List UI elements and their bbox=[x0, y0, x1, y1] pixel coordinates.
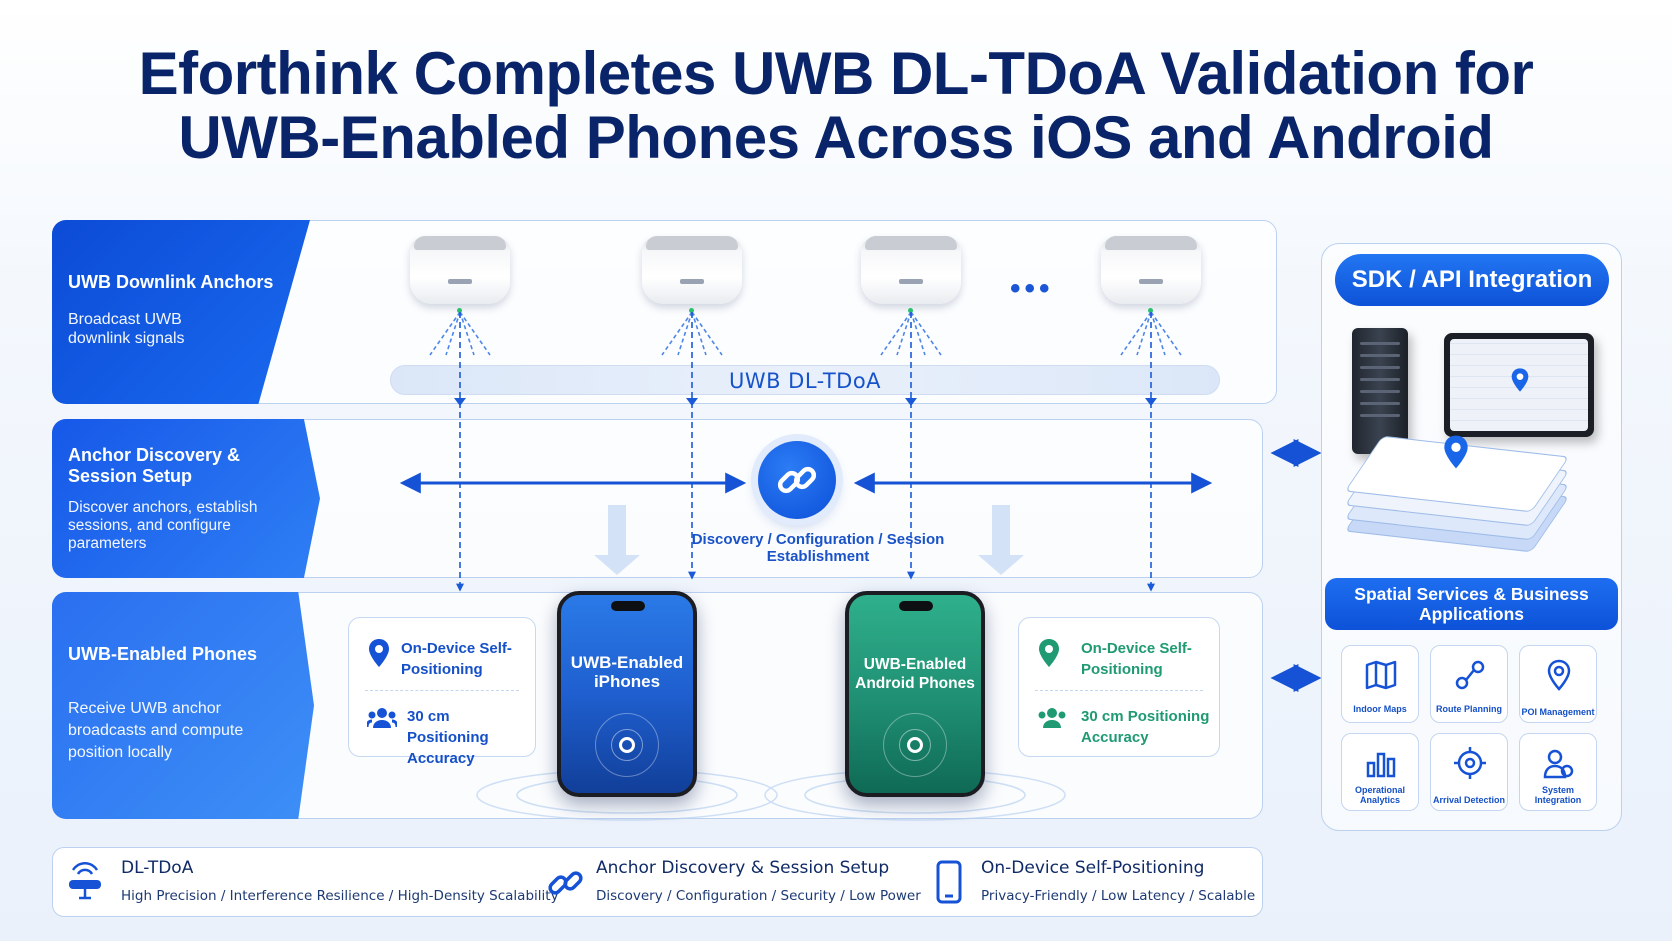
title-line-2: UWB-Enabled Phones Across iOS and Androi… bbox=[178, 104, 1494, 171]
feature-dl-tdoa: DL-TDoA High Precision / Interference Re… bbox=[121, 858, 559, 904]
discovery-caption: Discovery / Configuration / Session Esta… bbox=[691, 531, 945, 565]
phones-label: UWB-Enabled Phones Receive UWB anchor br… bbox=[52, 592, 314, 819]
more-anchors-ellipsis: ••• bbox=[1010, 272, 1054, 305]
location-pin-icon bbox=[369, 639, 389, 667]
page-title: Eforthink Completes UWB DL-TDoA Validati… bbox=[0, 42, 1672, 170]
feature-strip: DL-TDoA High Precision / Interference Re… bbox=[52, 847, 1263, 917]
server-icon bbox=[1352, 328, 1408, 454]
target-icon bbox=[1454, 747, 1486, 779]
tile-indoor-maps[interactable]: Indoor Maps bbox=[1341, 645, 1419, 723]
sdk-api-title: SDK / API Integration bbox=[1335, 254, 1609, 306]
anchor-device-4 bbox=[1101, 236, 1201, 313]
anchor-device-icon bbox=[69, 861, 101, 900]
users-icon bbox=[1543, 749, 1574, 779]
users-icon bbox=[367, 708, 397, 728]
link-icon bbox=[548, 871, 583, 895]
services-title: Spatial Services & Business Applications bbox=[1325, 578, 1618, 630]
anchor-device-2 bbox=[642, 236, 742, 313]
discovery-heading: Anchor Discovery & Session Setup bbox=[68, 445, 241, 486]
position-target-icon bbox=[619, 737, 635, 753]
anchor-device-3 bbox=[861, 236, 961, 313]
monitor-icon bbox=[1444, 333, 1594, 437]
iphone-label: UWB-Enabled iPhones bbox=[570, 653, 684, 691]
discovery-label: Anchor Discovery & Session Setup Discove… bbox=[52, 419, 320, 578]
tdoa-bar: UWB DL-TDoA bbox=[390, 365, 1220, 395]
android-self-positioning: On-Device Self-Positioning bbox=[1037, 638, 1211, 680]
ios-info-card: On-Device Self-Positioning 30 cm Positio… bbox=[348, 617, 536, 767]
android-label: UWB-Enabled Android Phones bbox=[855, 656, 975, 692]
tile-system-integration[interactable]: System Integration bbox=[1519, 733, 1597, 811]
android-info-card: On-Device Self-Positioning 30 cm Positio… bbox=[1018, 617, 1220, 757]
bar-chart-icon bbox=[1366, 752, 1396, 778]
position-target-icon bbox=[907, 737, 923, 753]
map-icon bbox=[1365, 660, 1397, 690]
android-accuracy: 30 cm Positioning Accuracy bbox=[1037, 706, 1211, 748]
ios-accuracy: 30 cm Positioning Accuracy bbox=[367, 706, 535, 769]
users-icon bbox=[1038, 708, 1066, 728]
tile-poi-management[interactable]: POI Management bbox=[1519, 645, 1597, 723]
anchors-desc: Broadcast UWB downlink signals bbox=[68, 311, 185, 347]
title-line-1: Eforthink Completes UWB DL-TDoA Validati… bbox=[138, 40, 1534, 107]
smartphone-icon bbox=[936, 860, 962, 904]
phones-desc: Receive UWB anchor broadcasts and comput… bbox=[68, 700, 244, 761]
tile-operational-analytics[interactable]: Operational Analytics bbox=[1341, 733, 1419, 811]
discovery-desc: Discover anchors, establish sessions, an… bbox=[68, 499, 258, 552]
android-device: UWB-Enabled Android Phones bbox=[845, 591, 985, 797]
ios-self-positioning: On-Device Self-Positioning bbox=[367, 638, 521, 680]
phones-heading: UWB-Enabled Phones bbox=[68, 644, 258, 664]
tile-arrival-detection[interactable]: Arrival Detection bbox=[1430, 733, 1508, 811]
link-hub bbox=[758, 441, 836, 519]
anchors-heading: UWB Downlink Anchors bbox=[68, 272, 274, 292]
feature-anchor-discovery: Anchor Discovery & Session Setup Discove… bbox=[596, 858, 921, 904]
map-pin-icon bbox=[1511, 368, 1529, 392]
integration-arrows bbox=[1270, 439, 1322, 692]
map-pin-icon bbox=[1444, 435, 1468, 469]
link-icon bbox=[777, 466, 817, 494]
poi-icon bbox=[1547, 659, 1571, 691]
map-layers-icon bbox=[1344, 435, 1570, 553]
tile-route-planning[interactable]: Route Planning bbox=[1430, 645, 1508, 723]
location-pin-icon bbox=[1039, 639, 1059, 667]
feature-self-positioning: On-Device Self-Positioning Privacy-Frien… bbox=[981, 858, 1256, 904]
route-icon bbox=[1455, 660, 1485, 690]
iphone-device: UWB-Enabled iPhones bbox=[557, 591, 697, 797]
anchor-device-1 bbox=[410, 236, 510, 313]
